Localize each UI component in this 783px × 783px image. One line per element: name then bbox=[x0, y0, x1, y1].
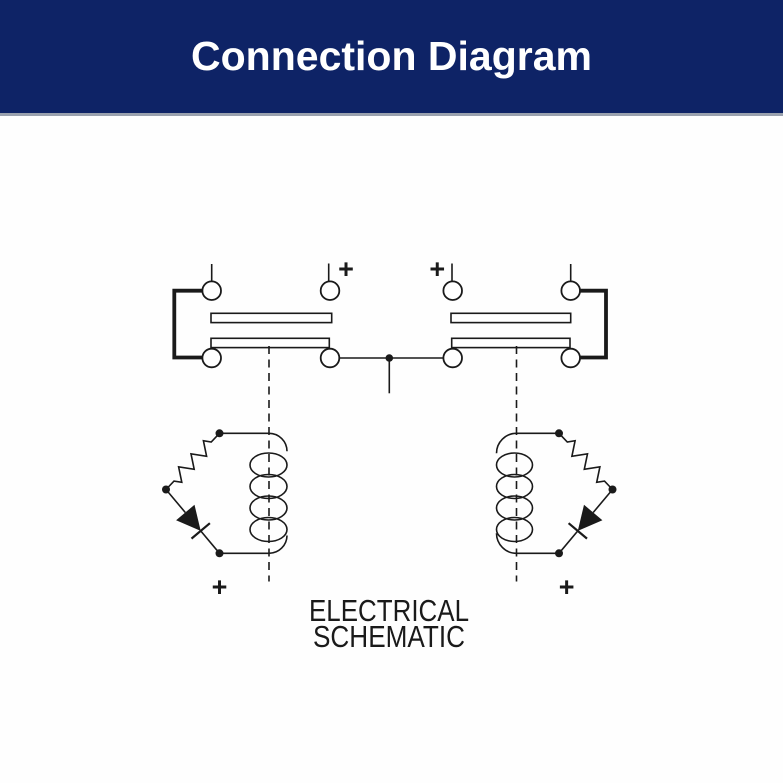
contact-terminal bbox=[201, 347, 222, 369]
coil-right bbox=[495, 429, 563, 558]
diode-left bbox=[165, 488, 221, 554]
coil-winding bbox=[495, 452, 534, 478]
coil-lead-top bbox=[219, 432, 288, 452]
contact-bar bbox=[450, 337, 571, 349]
resistor-right bbox=[558, 432, 617, 494]
resistor-zigzag bbox=[165, 432, 221, 491]
contact-terminal bbox=[319, 347, 341, 369]
page-title: Connection Diagram bbox=[191, 33, 592, 79]
junction-dot bbox=[385, 354, 394, 362]
contact-bracket-right bbox=[579, 288, 608, 360]
caption-line1: ELECTRICAL bbox=[309, 593, 469, 628]
diode-lead bbox=[592, 488, 614, 514]
contact-terminal bbox=[201, 280, 222, 301]
coil-winding bbox=[249, 495, 288, 521]
relay-contacts-right bbox=[442, 263, 608, 369]
common-junction bbox=[339, 354, 444, 394]
coil-left bbox=[215, 429, 288, 558]
contact-terminal bbox=[319, 280, 341, 301]
coil-winding bbox=[495, 495, 534, 521]
header-banner: Connection Diagram bbox=[0, 0, 783, 116]
diode-triangle bbox=[577, 504, 603, 531]
coil-winding bbox=[495, 473, 534, 500]
contact-bracket-left bbox=[172, 288, 203, 360]
diode-lead bbox=[200, 530, 221, 554]
plus-mark-bottom-right: + bbox=[559, 572, 575, 602]
coil-lead-bottom bbox=[219, 535, 288, 555]
contact-bar bbox=[450, 312, 572, 324]
coil-lead-top bbox=[495, 432, 559, 454]
plus-mark-top-right: + bbox=[429, 254, 445, 284]
contact-terminal bbox=[442, 347, 463, 369]
relay-contacts-left bbox=[172, 263, 341, 369]
contact-terminal bbox=[560, 280, 581, 301]
caption-line2: SCHEMATIC bbox=[313, 619, 465, 654]
contact-bar bbox=[210, 337, 331, 349]
coil-winding bbox=[495, 516, 534, 543]
resistor-left bbox=[162, 432, 221, 494]
coil-winding bbox=[249, 452, 288, 478]
plus-mark-top-left: + bbox=[338, 254, 354, 284]
plus-mark-bottom-left: + bbox=[212, 572, 228, 602]
coil-lead-bottom bbox=[495, 533, 559, 555]
diode-lead bbox=[165, 488, 186, 514]
diode-right bbox=[558, 488, 614, 554]
diode-triangle bbox=[176, 504, 201, 531]
coil-winding bbox=[249, 516, 288, 543]
contact-bar bbox=[210, 312, 333, 324]
contact-terminal bbox=[560, 347, 581, 369]
contact-terminal bbox=[442, 280, 463, 301]
resistor-zigzag bbox=[558, 432, 614, 491]
diode-lead bbox=[558, 530, 579, 554]
coil-winding bbox=[249, 473, 288, 500]
